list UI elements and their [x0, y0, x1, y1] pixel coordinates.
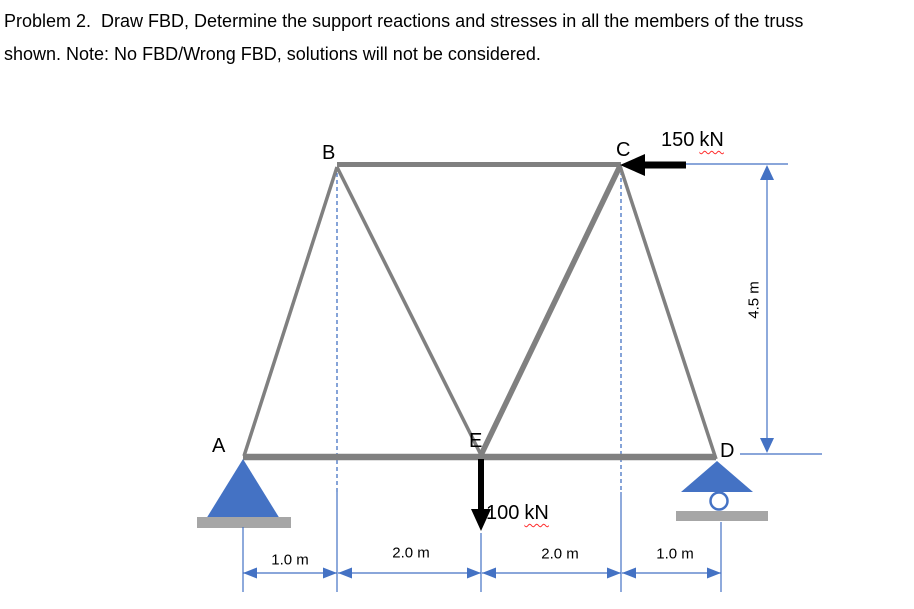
problem-line-1: Problem 2. Draw FBD, Determine the suppo… — [4, 11, 804, 31]
dim-label-2: 2.0 m — [392, 544, 430, 562]
member-be — [335, 166, 483, 456]
member-ec — [478, 164, 623, 457]
dim-label-3: 2.0 m — [541, 545, 579, 563]
dim-label-4: 1.0 m — [656, 545, 694, 563]
problem-statement: Problem 2. Draw FBD, Determine the suppo… — [4, 5, 910, 71]
vertical-dimension — [686, 163, 822, 455]
node-label-d: D — [720, 440, 735, 462]
pin-triangle — [206, 459, 280, 519]
dim-arrowhead — [607, 567, 621, 579]
extension-lines — [242, 492, 722, 592]
node-label-b: B — [322, 142, 336, 164]
dim-arrowhead — [622, 567, 636, 579]
roller-triangle — [681, 461, 753, 492]
pin-support-a — [197, 459, 291, 528]
dim-arrowhead — [243, 567, 257, 579]
force-arrow-150kn-head — [620, 154, 645, 176]
force-arrow-150kn — [620, 154, 686, 176]
dim-label-1: 1.0 m — [271, 551, 309, 569]
force-arrow-100kn-head — [471, 509, 491, 531]
vertical-dim-arrowhead-down — [760, 438, 774, 453]
force-100-unit: kN — [524, 502, 549, 524]
roller-wheel — [709, 491, 729, 511]
roller-support-d — [676, 461, 768, 521]
dim-arrowhead — [707, 567, 721, 579]
projection-lines — [336, 171, 622, 492]
member-cd — [618, 165, 718, 460]
roller-base-bar — [676, 511, 768, 521]
member-ab — [242, 166, 339, 457]
vertical-dim-arrowhead-up — [760, 165, 774, 180]
node-label-e: E — [469, 430, 483, 452]
force-150-unit: kN — [699, 129, 724, 151]
dim-arrowhead — [482, 567, 496, 579]
dim-arrowhead — [467, 567, 481, 579]
problem-line-2: shown. Note: No FBD/Wrong FBD, solutions… — [4, 44, 541, 64]
dim-label-vertical: 4.5 m — [745, 281, 763, 319]
dim-arrowhead — [338, 567, 352, 579]
force-100-value: 100 — [486, 502, 520, 524]
horizontal-dimension-lines — [243, 567, 721, 579]
force-150-value: 150 — [661, 129, 695, 151]
pin-base-bar — [197, 517, 291, 528]
force-arrow-100kn — [471, 459, 491, 531]
node-label-a: A — [212, 435, 226, 457]
dim-arrowhead — [323, 567, 337, 579]
node-label-c: C — [616, 139, 631, 161]
truss-members — [242, 162, 718, 461]
